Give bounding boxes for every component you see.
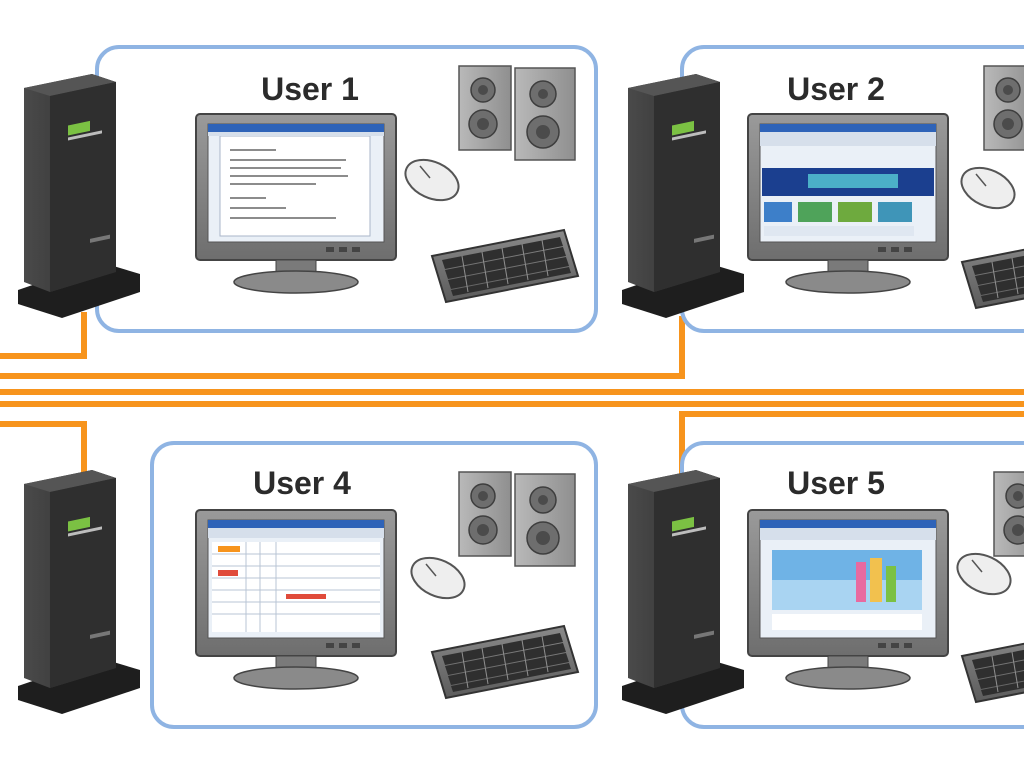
user-label: User 5 xyxy=(787,465,885,501)
workstation-user5 xyxy=(747,471,1024,703)
workstation-user1 xyxy=(195,65,579,303)
screen-web-page xyxy=(760,132,936,236)
speakers-icon xyxy=(458,471,576,567)
user-label: User 1 xyxy=(261,71,359,107)
cable-user4 xyxy=(0,421,87,474)
user-label: User 4 xyxy=(253,465,351,501)
screen-photo-web-page xyxy=(760,528,936,630)
cable-user2 xyxy=(0,316,685,379)
speakers-icon xyxy=(993,471,1024,567)
cable-user5 xyxy=(679,411,1024,474)
screen-document xyxy=(208,132,384,237)
cable-user1 xyxy=(0,312,87,359)
speakers-icon xyxy=(983,65,1024,161)
network-cables xyxy=(0,312,1024,474)
workstation-user4 xyxy=(195,471,579,699)
user-label: User 2 xyxy=(787,71,885,107)
thin-client-terminal-icon xyxy=(18,470,140,714)
screen-spreadsheet xyxy=(208,528,384,632)
speakers-icon xyxy=(458,65,576,161)
workstation-user2 xyxy=(747,65,1024,309)
